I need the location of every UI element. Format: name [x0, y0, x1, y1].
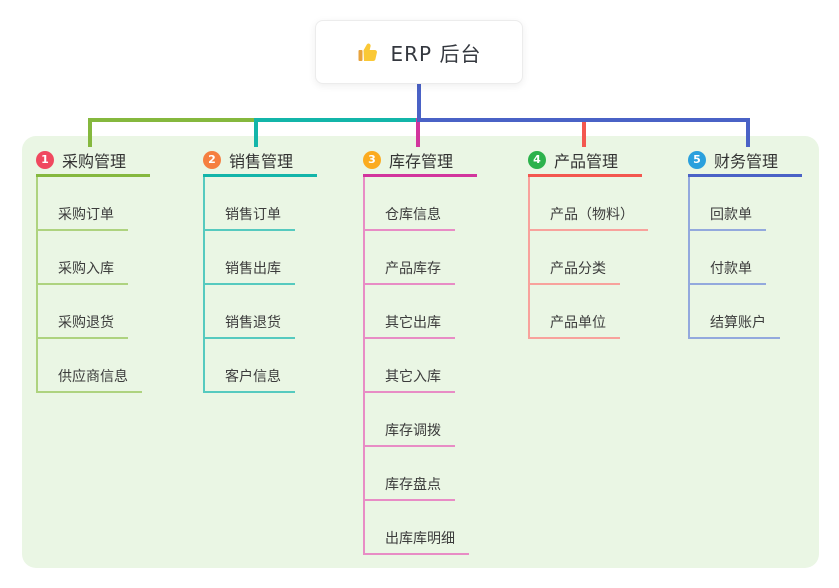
child-node[interactable]: 库存调拨 [365, 393, 455, 447]
child-node-label: 产品分类 [550, 261, 606, 277]
branch-children: 销售订单销售出库销售退货客户信息 [203, 177, 295, 393]
branch-index-badge: 3 [363, 150, 381, 169]
branch-node[interactable]: 3 库存管理 [363, 148, 477, 177]
branch-index-badge: 1 [36, 150, 54, 169]
child-node[interactable]: 客户信息 [205, 339, 295, 393]
child-node-label: 产品（物料） [550, 207, 634, 223]
branch-children: 产品（物料） 产品分类产品单位 [528, 177, 648, 339]
child-node[interactable]: 付款单 [690, 231, 766, 285]
root-node[interactable]: ERP 后台 [315, 20, 523, 84]
branch-column: 5 财务管理回款单付款单结算账户 [688, 148, 802, 339]
branch-children: 采购订单采购入库采购退货供应商信息 [36, 177, 142, 393]
child-node-label: 供应商信息 [58, 369, 128, 385]
child-node[interactable]: 销售订单 [205, 177, 295, 231]
child-node-label: 销售订单 [225, 207, 281, 223]
branch-title: 销售管理 [229, 151, 294, 171]
child-node-label: 客户信息 [225, 369, 281, 385]
child-node-label: 库存调拨 [385, 423, 441, 439]
child-node[interactable]: 销售退货 [205, 285, 295, 339]
child-node[interactable]: 结算账户 [690, 285, 780, 339]
branch-group-panel [22, 136, 819, 568]
child-node-label: 付款单 [710, 261, 752, 277]
branch-node[interactable]: 2 销售管理 [203, 148, 317, 177]
branch-title: 采购管理 [62, 151, 127, 171]
child-node[interactable]: 供应商信息 [38, 339, 142, 393]
child-node[interactable]: 产品（物料） [530, 177, 648, 231]
child-node-label: 仓库信息 [385, 207, 441, 223]
branch-column: 3 库存管理仓库信息产品库存其它出库其它入库库存调拨库存盘点出库库明细 [363, 148, 477, 555]
child-node-label: 回款单 [710, 207, 752, 223]
branch-children: 回款单付款单结算账户 [688, 177, 780, 339]
child-node-label: 销售出库 [225, 261, 281, 277]
child-node-label: 其它入库 [385, 369, 441, 385]
child-node-label: 库存盘点 [385, 477, 441, 493]
child-node[interactable]: 产品分类 [530, 231, 620, 285]
child-node-label: 产品库存 [385, 261, 441, 277]
branch-node[interactable]: 1 采购管理 [36, 148, 150, 177]
child-node-label: 出库库明细 [385, 531, 455, 547]
child-node[interactable]: 采购订单 [38, 177, 128, 231]
child-node[interactable]: 产品库存 [365, 231, 455, 285]
child-node-label: 结算账户 [710, 315, 766, 331]
branch-title: 财务管理 [714, 151, 779, 171]
branch-node[interactable]: 4 产品管理 [528, 148, 642, 177]
child-node[interactable]: 仓库信息 [365, 177, 455, 231]
child-node-label: 采购入库 [58, 261, 114, 277]
branch-index-badge: 5 [688, 150, 706, 169]
branch-index-badge: 2 [203, 150, 221, 169]
child-node[interactable]: 采购入库 [38, 231, 128, 285]
child-node[interactable]: 销售出库 [205, 231, 295, 285]
root-node-label: ERP 后台 [390, 41, 482, 66]
child-node[interactable]: 采购退货 [38, 285, 128, 339]
branch-column: 2 销售管理销售订单销售出库销售退货客户信息 [203, 148, 317, 393]
child-node-label: 采购订单 [58, 207, 114, 223]
child-node[interactable]: 出库库明细 [365, 501, 469, 555]
branch-index-badge: 4 [528, 150, 546, 169]
child-node-label: 采购退货 [58, 315, 114, 331]
branch-title: 产品管理 [554, 151, 619, 171]
child-node[interactable]: 其它入库 [365, 339, 455, 393]
child-node-label: 销售退货 [225, 315, 281, 331]
branch-children: 仓库信息产品库存其它出库其它入库库存调拨库存盘点出库库明细 [363, 177, 469, 555]
branch-column: 4 产品管理产品（物料） 产品分类产品单位 [528, 148, 648, 339]
branch-column: 1 采购管理采购订单采购入库采购退货供应商信息 [36, 148, 150, 393]
child-node[interactable]: 回款单 [690, 177, 766, 231]
thumbs-up-icon [358, 43, 377, 61]
child-node[interactable]: 其它出库 [365, 285, 455, 339]
branch-title: 库存管理 [389, 151, 454, 171]
child-node[interactable]: 库存盘点 [365, 447, 455, 501]
child-node-label: 产品单位 [550, 315, 606, 331]
child-node-label: 其它出库 [385, 315, 441, 331]
branch-node[interactable]: 5 财务管理 [688, 148, 802, 177]
child-node[interactable]: 产品单位 [530, 285, 620, 339]
